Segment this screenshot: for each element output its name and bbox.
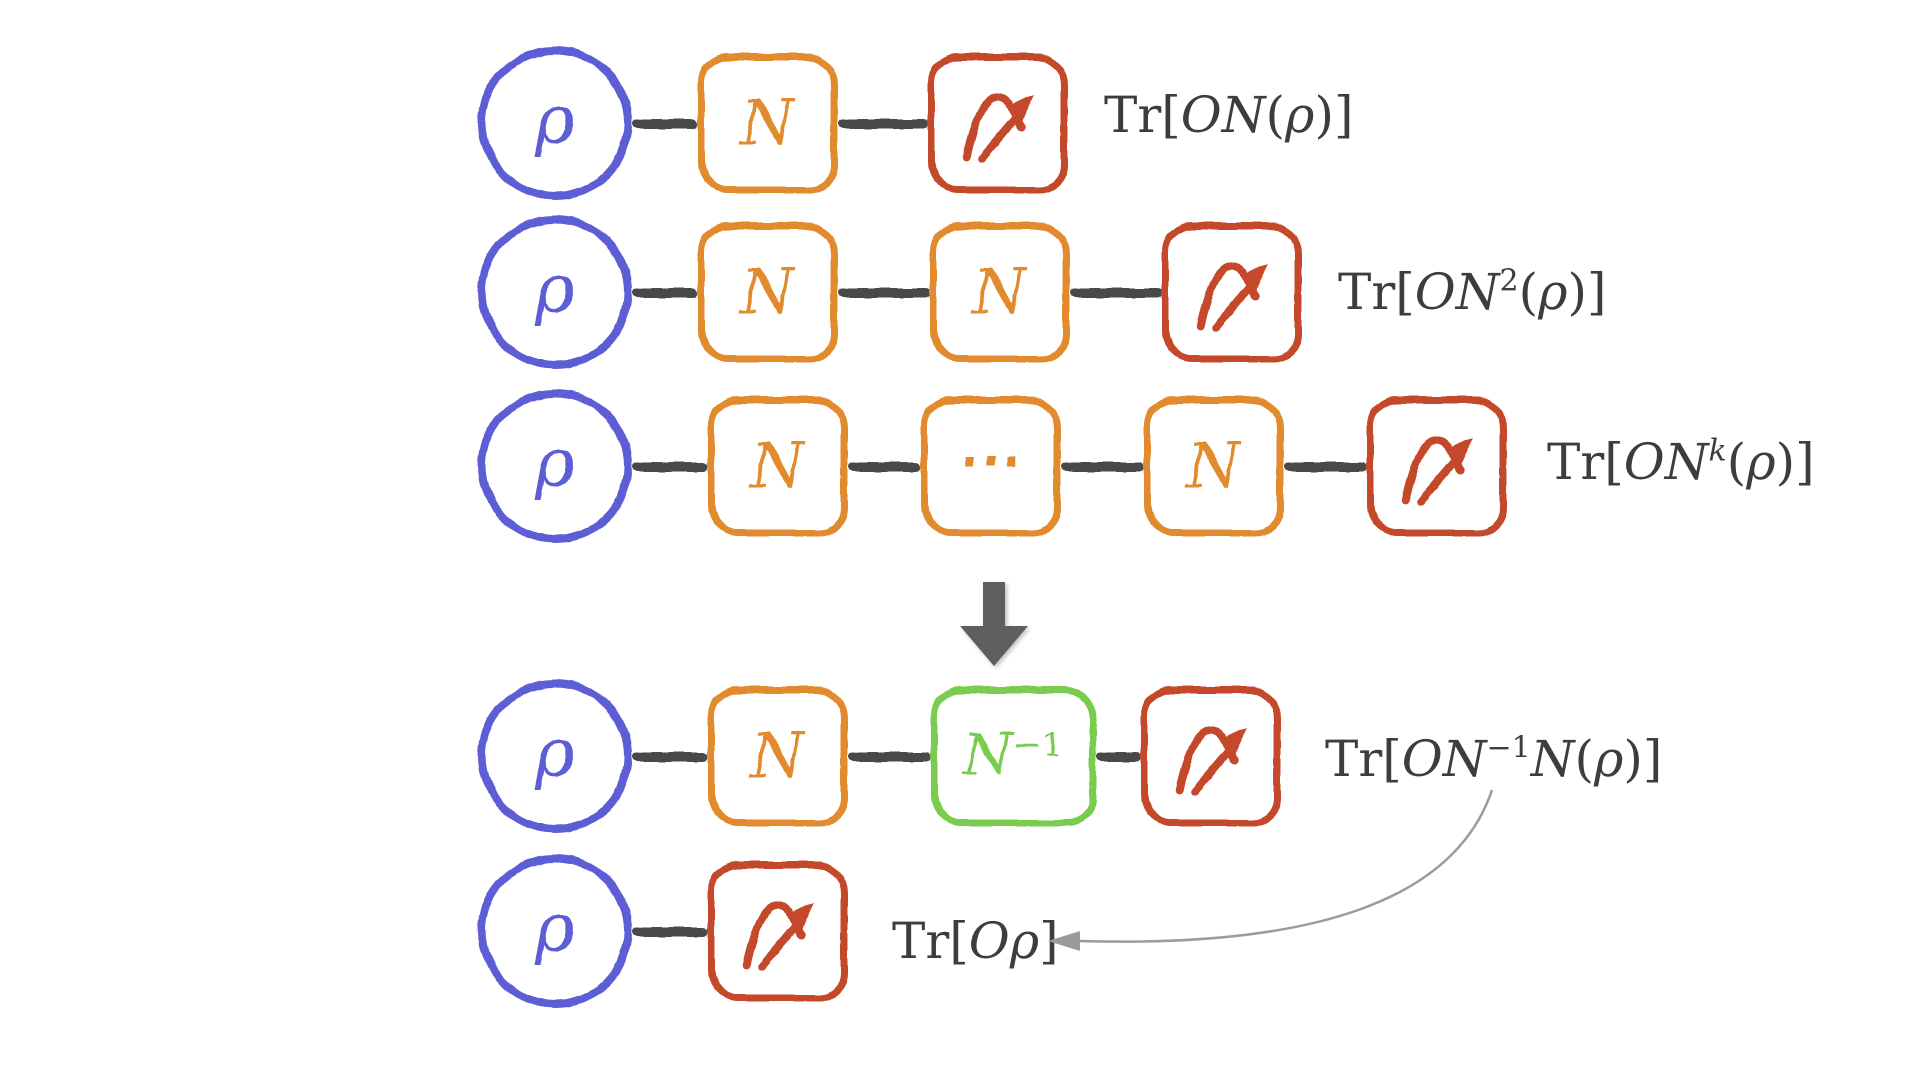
- measurement-gate: [1141, 686, 1281, 826]
- channel-gate: N: [930, 222, 1070, 362]
- measurement-gate: [1162, 222, 1302, 362]
- circuit-row-direct-measurement: ρ Tr[Oρ]: [478, 853, 1059, 1009]
- circuit-row-channel-twice: ρ N N Tr[ON2(ρ)]: [478, 214, 1607, 370]
- channel-symbol: N: [740, 86, 796, 159]
- wire: [632, 287, 698, 297]
- meter-gauge-arrow-icon: [1197, 263, 1269, 332]
- state-node-rho: ρ: [478, 389, 632, 543]
- channel-symbol: N: [750, 719, 806, 792]
- expectation-label-3: Tr[ONk(ρ)]: [1547, 433, 1815, 491]
- wire: [1070, 287, 1162, 297]
- wire: [848, 751, 931, 761]
- channel-symbol: N: [972, 255, 1028, 328]
- circuit-row-inverse-recovery: ρ N N−1 Tr[ON−1N(ρ)]: [478, 678, 1662, 834]
- inverse-channel-symbol: N−1: [963, 723, 1064, 788]
- meter-gauge-arrow-icon: [1176, 727, 1248, 796]
- rho-symbol: ρ: [535, 714, 575, 793]
- wire: [1061, 461, 1144, 471]
- measurement-gate: [708, 861, 848, 1001]
- channel-gate: N: [708, 396, 848, 536]
- inverse-channel-gate: N−1: [931, 686, 1096, 826]
- ellipsis-gate: ⋯: [921, 396, 1061, 536]
- circuit-row-channel-k-times: ρ N ⋯ N Tr[ONk(ρ)]: [478, 388, 1815, 544]
- rho-symbol: ρ: [535, 250, 575, 329]
- expectation-label-1: Tr[ON(ρ)]: [1104, 86, 1354, 144]
- wire: [838, 118, 928, 128]
- ellipsis-dots: ⋯: [960, 423, 1022, 496]
- wire: [632, 926, 708, 936]
- state-node-rho: ρ: [478, 215, 632, 369]
- rho-symbol: ρ: [535, 424, 575, 503]
- channel-gate: N: [708, 686, 848, 826]
- measurement-gate: [1367, 396, 1507, 536]
- down-arrow-icon: [960, 582, 1028, 671]
- meter-gauge-arrow-icon: [963, 94, 1035, 163]
- rho-symbol: ρ: [535, 81, 575, 160]
- expectation-label-5: Tr[Oρ]: [892, 912, 1059, 970]
- wire: [1096, 751, 1141, 761]
- circuit-row-channel-once: ρ N Tr[ON(ρ)]: [478, 45, 1353, 201]
- channel-symbol: N: [740, 255, 796, 328]
- wire: [632, 751, 708, 761]
- state-node-rho: ρ: [478, 679, 632, 833]
- state-node-rho: ρ: [478, 854, 632, 1008]
- meter-gauge-arrow-icon: [743, 902, 815, 971]
- state-node-rho: ρ: [478, 46, 632, 200]
- channel-gate: N: [698, 53, 838, 193]
- channel-gate: N: [698, 222, 838, 362]
- channel-symbol: N: [1186, 429, 1242, 502]
- wire: [632, 461, 708, 471]
- meter-gauge-arrow-icon: [1402, 437, 1474, 506]
- wire: [848, 461, 921, 471]
- wire: [838, 287, 930, 297]
- rho-symbol: ρ: [535, 889, 575, 968]
- wire: [1284, 461, 1367, 471]
- wire: [632, 118, 698, 128]
- expectation-label-4: Tr[ON−1N(ρ)]: [1325, 730, 1663, 788]
- measurement-gate: [928, 53, 1068, 193]
- expectation-label-2: Tr[ON2(ρ)]: [1338, 263, 1607, 321]
- channel-symbol: N: [750, 429, 806, 502]
- channel-gate: N: [1144, 396, 1284, 536]
